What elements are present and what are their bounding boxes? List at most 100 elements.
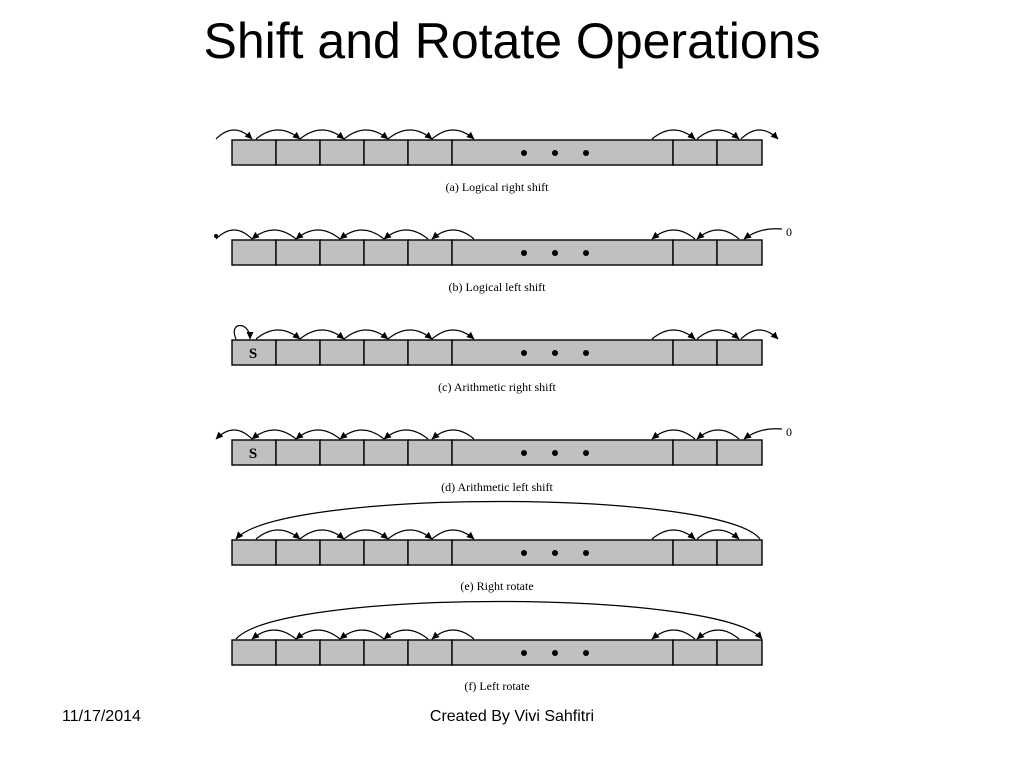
output-arrow-end bbox=[214, 234, 218, 238]
rotate-arrow bbox=[235, 600, 763, 640]
panel-caption: (c) Arithmetic right shift bbox=[438, 380, 556, 394]
panel-d: S0(d) Arithmetic left shift bbox=[215, 425, 792, 494]
shift-arrow bbox=[339, 229, 385, 240]
panel-a: (a) Logical right shift bbox=[215, 129, 779, 194]
shift-arrow bbox=[295, 229, 341, 240]
output-arrow bbox=[215, 429, 253, 440]
panel-caption: (d) Arithmetic left shift bbox=[441, 480, 553, 494]
register-cell bbox=[716, 339, 763, 366]
shift-arrow bbox=[651, 229, 696, 240]
register-cell bbox=[716, 139, 763, 166]
ellipsis-dot bbox=[521, 350, 527, 356]
shift-arrow bbox=[696, 529, 740, 540]
register-cell bbox=[231, 239, 277, 266]
register-cell bbox=[716, 639, 763, 666]
shift-arrow bbox=[696, 329, 740, 340]
shift-arrow bbox=[299, 529, 345, 540]
rotate-arrow bbox=[235, 500, 761, 540]
register-cell bbox=[451, 639, 674, 666]
ellipsis-dot bbox=[521, 650, 527, 656]
register-cell bbox=[407, 639, 453, 666]
register-cell bbox=[363, 439, 409, 466]
shift-arrow bbox=[431, 529, 475, 540]
shift-arrow bbox=[431, 129, 475, 140]
register-cell bbox=[363, 339, 409, 366]
register-cell bbox=[672, 239, 718, 266]
register-cell bbox=[451, 439, 674, 466]
ellipsis-dot bbox=[583, 450, 589, 456]
ellipsis-dot bbox=[521, 150, 527, 156]
shift-arrow bbox=[431, 329, 475, 340]
shift-arrow bbox=[343, 529, 389, 540]
shift-arrow bbox=[339, 629, 385, 640]
register-cell bbox=[451, 139, 674, 166]
ellipsis-dot bbox=[552, 150, 558, 156]
panel-caption: (b) Logical left shift bbox=[449, 280, 547, 294]
register-cell bbox=[716, 239, 763, 266]
shift-arrow bbox=[696, 629, 740, 640]
shift-arrow bbox=[387, 529, 433, 540]
sign-loop-arrow bbox=[233, 324, 254, 340]
shift-arrow bbox=[431, 229, 475, 240]
shift-arrow bbox=[295, 429, 341, 440]
panel-caption: (a) Logical right shift bbox=[446, 180, 550, 194]
shift-arrow bbox=[387, 329, 433, 340]
panel-caption: (e) Right rotate bbox=[460, 579, 533, 593]
slide-title: Shift and Rotate Operations bbox=[203, 13, 821, 69]
register-cell bbox=[716, 539, 763, 566]
sign-bit-label: S bbox=[249, 346, 257, 362]
ellipsis-dot bbox=[552, 250, 558, 256]
ellipsis-dot bbox=[552, 550, 558, 556]
register-cell bbox=[231, 539, 277, 566]
panel-b: 0 (b) Logical left shift bbox=[214, 225, 792, 294]
shift-arrow bbox=[339, 429, 385, 440]
shift-arrow bbox=[383, 229, 429, 240]
register-cell bbox=[275, 439, 321, 466]
zero-input-arrow bbox=[743, 428, 783, 440]
ellipsis-dot bbox=[583, 650, 589, 656]
ellipsis-dot bbox=[552, 650, 558, 656]
register-cell bbox=[319, 139, 365, 166]
shift-arrow bbox=[255, 129, 301, 140]
ellipsis-dot bbox=[583, 150, 589, 156]
register-cell bbox=[231, 439, 277, 466]
register-cell bbox=[275, 139, 321, 166]
register-cell bbox=[319, 439, 365, 466]
ellipsis-dot bbox=[521, 450, 527, 456]
output-arrow bbox=[740, 329, 779, 340]
register-cell bbox=[407, 439, 453, 466]
shift-arrow bbox=[255, 329, 301, 340]
register-cell bbox=[716, 439, 763, 466]
register-cell bbox=[451, 239, 674, 266]
panel-c: S (c) Arithmetic right shift bbox=[231, 324, 779, 394]
register-cell bbox=[319, 539, 365, 566]
shift-arrow bbox=[343, 129, 389, 140]
zero-input-arrow bbox=[743, 228, 783, 240]
shift-arrow bbox=[255, 529, 301, 540]
ellipsis-dot bbox=[552, 350, 558, 356]
ellipsis-dot bbox=[583, 250, 589, 256]
input-arrow bbox=[215, 129, 253, 140]
register-cell bbox=[231, 339, 277, 366]
register-cell bbox=[363, 139, 409, 166]
register-cell bbox=[407, 239, 453, 266]
register-cell bbox=[319, 339, 365, 366]
shift-arrow bbox=[651, 329, 696, 340]
panel-caption: (f) Left rotate bbox=[464, 679, 529, 693]
footer-date: 11/17/2014 bbox=[62, 708, 141, 725]
register-cell bbox=[407, 139, 453, 166]
register-cell bbox=[363, 539, 409, 566]
shift-arrow bbox=[295, 629, 341, 640]
register-cell bbox=[231, 139, 277, 166]
output-arrow bbox=[740, 129, 779, 140]
zero-input-label: 0 bbox=[786, 225, 792, 239]
register-cell bbox=[672, 639, 718, 666]
shift-arrow bbox=[251, 229, 297, 240]
register-cell bbox=[275, 339, 321, 366]
register-cell bbox=[231, 639, 277, 666]
shift-arrow bbox=[431, 429, 475, 440]
output-arrow bbox=[215, 229, 253, 240]
shift-arrow bbox=[651, 629, 696, 640]
register-cell bbox=[451, 539, 674, 566]
